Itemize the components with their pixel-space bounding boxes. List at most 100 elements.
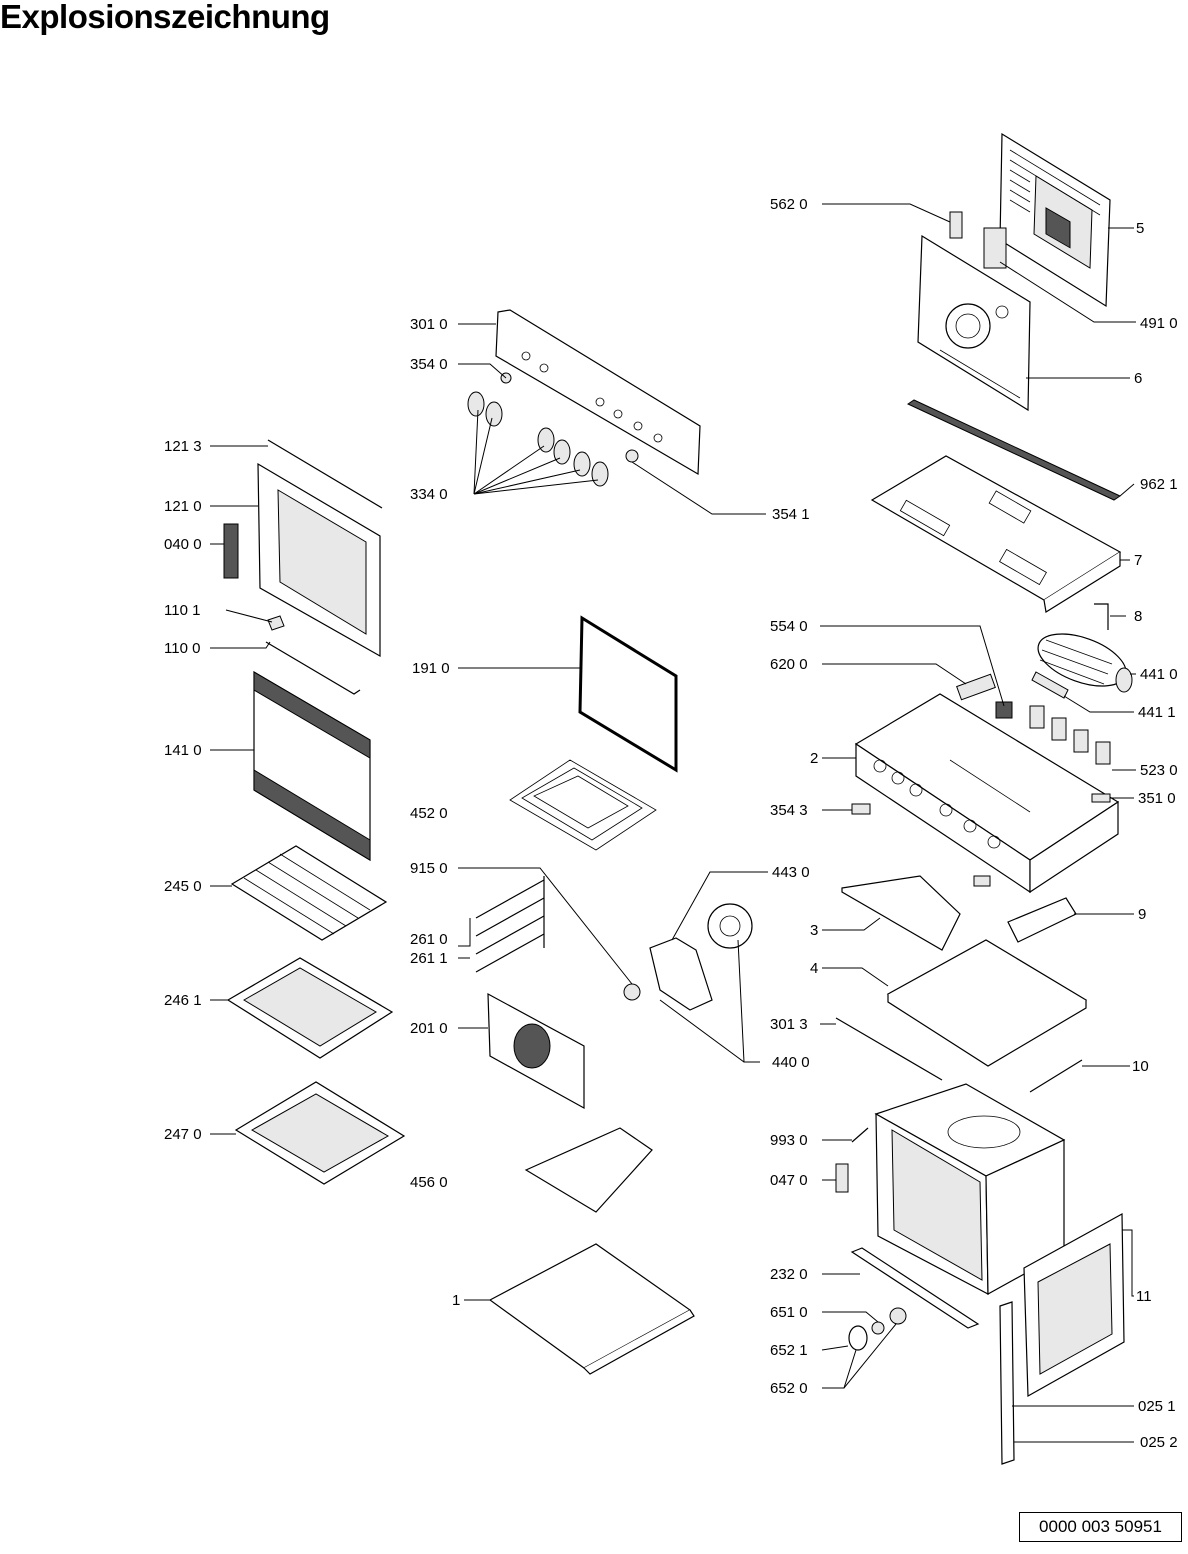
part-door-seal — [578, 615, 678, 773]
callout-110-0: 110 0 — [164, 640, 200, 657]
callout-232-0: 232 0 — [770, 1266, 808, 1283]
part-rear-fan-cover — [487, 992, 585, 1110]
callout-652-1: 652 1 — [770, 1342, 808, 1359]
part-strip-025 — [999, 1301, 1015, 1465]
callout-301-3: 301 3 — [770, 1016, 808, 1033]
part-rail-301-3 — [835, 1017, 943, 1081]
callout-8: 8 — [1134, 608, 1142, 625]
callout-351-0: 351 0 — [1138, 790, 1176, 807]
part-tangential-fan — [1037, 633, 1133, 693]
callout-2: 2 — [810, 750, 818, 767]
callout-11: 11 — [1136, 1288, 1152, 1305]
callout-025-2: 025 2 — [1140, 1434, 1178, 1451]
callout-246-1: 246 1 — [164, 992, 202, 1009]
callout-523-0: 523 0 — [1140, 762, 1178, 779]
callout-993-0: 993 0 — [770, 1132, 808, 1149]
part-relays — [1029, 705, 1111, 765]
document-number-box: 0000 003 50951 — [1019, 1512, 1182, 1542]
part-354-3 — [851, 803, 871, 815]
callout-562-0: 562 0 — [770, 196, 808, 213]
part-control-fascia-301 — [495, 309, 701, 476]
part-wire-shelf — [230, 845, 388, 941]
callout-652-0: 652 0 — [770, 1380, 808, 1397]
part-terminal-block — [956, 673, 996, 701]
callout-121-0: 121 0 — [164, 498, 202, 515]
part-351 — [1091, 793, 1111, 803]
part-441-1 — [1031, 671, 1069, 699]
callout-141-0: 141 0 — [164, 742, 202, 759]
part-fan-cover-panel — [917, 234, 1031, 412]
part-047 — [835, 1163, 849, 1193]
part-knob-652-0 — [889, 1307, 907, 1325]
callout-452-0: 452 0 — [410, 805, 448, 822]
part-fan-assembly — [623, 903, 753, 1011]
part-door-frame — [257, 462, 381, 658]
leader-lines — [210, 203, 1136, 1443]
callout-6: 6 — [1134, 370, 1142, 387]
part-lower-element — [524, 1127, 653, 1213]
callout-354-3: 354 3 — [770, 802, 808, 819]
part-side-panel-11 — [1023, 1212, 1125, 1398]
part-oven-cavity — [874, 1083, 1066, 1296]
part-bottom-panel-1 — [488, 1243, 695, 1375]
part-door-glass — [253, 670, 371, 862]
part-top-panel — [870, 455, 1122, 613]
callout-620-0: 620 0 — [770, 656, 808, 673]
part-screw-993 — [851, 1127, 869, 1143]
part-rear-panel — [999, 132, 1111, 308]
callout-040-0: 040 0 — [164, 536, 202, 553]
part-rail-10 — [1029, 1059, 1083, 1093]
callout-354-1: 354 1 — [772, 506, 810, 523]
part-handle-110 — [265, 641, 361, 695]
part-bracket-8 — [1094, 603, 1109, 630]
callout-7: 7 — [1134, 552, 1142, 569]
part-651 — [871, 1321, 885, 1335]
callout-261-1: 261 1 — [410, 950, 448, 967]
callout-247-0: 247 0 — [164, 1126, 202, 1143]
callout-651-0: 651 0 — [770, 1304, 808, 1321]
callout-3: 3 — [810, 922, 818, 939]
callout-554-0: 554 0 — [770, 618, 808, 635]
callout-915-0: 915 0 — [410, 860, 448, 877]
callout-047-0: 047 0 — [770, 1172, 808, 1189]
page-title: Explosionszeichnung — [0, 0, 330, 35]
callout-4: 4 — [810, 960, 818, 977]
callout-1: 1 — [452, 1292, 460, 1309]
part-tray-246 — [226, 957, 394, 1059]
callout-441-0: 441 0 — [1140, 666, 1178, 683]
callout-443-0: 443 0 — [772, 864, 810, 881]
part-shelf-supports — [475, 876, 545, 973]
callout-labels: 562 0 5 491 0 301 0 354 0 6 121 3 121 0 … — [164, 196, 1178, 1451]
callout-456-0: 456 0 — [410, 1174, 448, 1191]
part-knob-shaft — [973, 875, 991, 887]
part-control-chassis — [854, 693, 1120, 894]
callout-110-1: 110 1 — [164, 602, 200, 619]
callout-121-3: 121 3 — [164, 438, 202, 455]
part-knob-652-1 — [848, 1325, 868, 1351]
callout-354-0: 354 0 — [410, 356, 448, 373]
callout-5: 5 — [1136, 220, 1144, 237]
part-554 — [995, 701, 1013, 719]
callout-9: 9 — [1138, 906, 1146, 923]
part-component-491 — [983, 227, 1007, 269]
callout-10: 10 — [1132, 1058, 1149, 1075]
callout-261-0: 261 0 — [410, 931, 448, 948]
callout-440-0: 440 0 — [772, 1054, 810, 1071]
callout-301-0: 301 0 — [410, 316, 448, 333]
callout-191-0: 191 0 — [412, 660, 450, 677]
callout-962-1: 962 1 — [1140, 476, 1178, 493]
part-hinge-040 — [223, 523, 239, 579]
part-grill-element — [509, 759, 657, 851]
part-110-1 — [267, 615, 285, 631]
callout-491-0: 491 0 — [1140, 315, 1178, 332]
part-bracket-562 — [949, 211, 963, 239]
part-tray-3 — [841, 875, 961, 951]
callout-025-1: 025 1 — [1138, 1398, 1176, 1415]
callout-334-0: 334 0 — [410, 486, 448, 503]
callout-441-1: 441 1 — [1138, 704, 1176, 721]
callout-245-0: 245 0 — [164, 878, 202, 895]
part-strip-121-3 — [267, 439, 383, 509]
part-cover-9 — [1007, 897, 1077, 943]
part-354-1 — [625, 449, 639, 463]
